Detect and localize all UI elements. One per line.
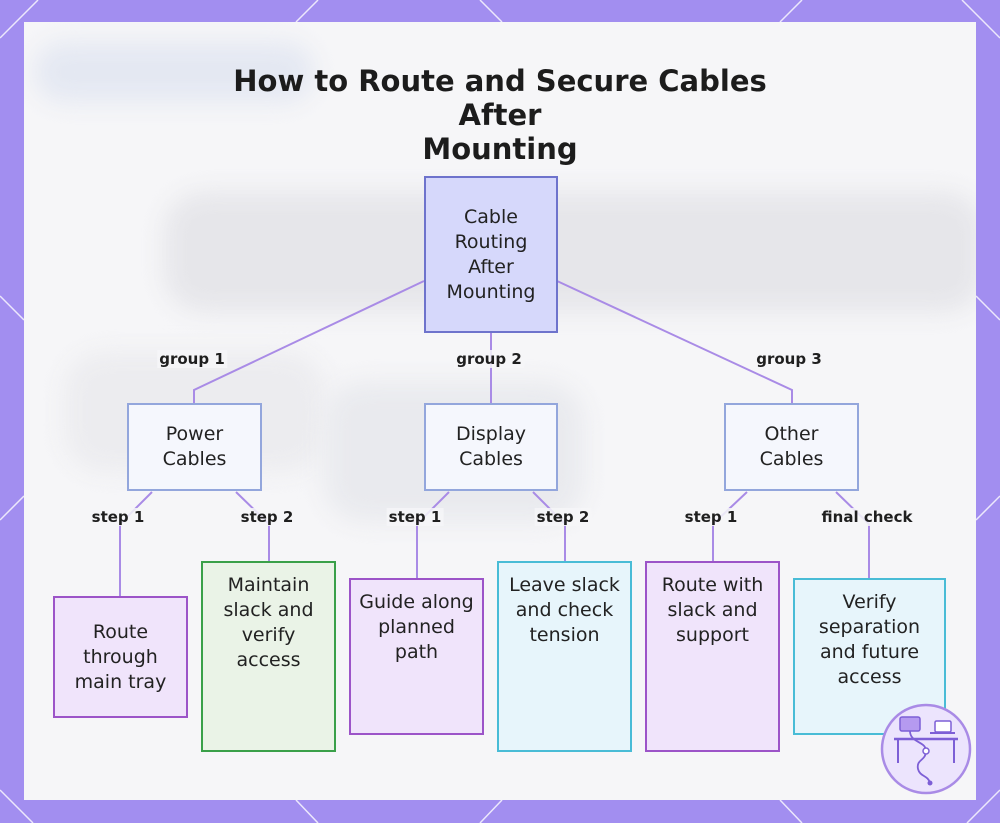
edge-label-step: step 2 [238,508,296,526]
group-node-power-cables: Power Cables [127,403,262,491]
edge-label-step: step 2 [534,508,592,526]
step-node-leave-slack: Leave slack and check tension [497,561,632,752]
step-node-label: Guide along planned path [359,591,474,663]
connector-root-group-3 [556,280,793,403]
title-line-1: How to Route and Secure Cables After [233,64,767,132]
step-node-guide-along-path: Guide along planned path [349,578,484,735]
edge-label-group-2: group 2 [454,350,524,368]
group-node-label: Power Cables [162,423,227,470]
step-node-label: Route with slack and support [661,574,764,646]
step-node-label: Verify separation and future access [818,591,921,688]
group-node-label: Other Cables [759,423,824,470]
step-node-label: Maintain slack and verify access [223,574,314,671]
root-node: Cable Routing After Mounting [424,176,558,333]
group-node-label: Display Cables [455,423,527,470]
page-title: How to Route and Secure Cables After Mou… [200,64,800,166]
step-node-label: Leave slack and check tension [509,574,620,646]
root-node-label: Cable Routing After Mounting [446,205,536,303]
connector-group-2-step-2 [532,491,566,561]
group-node-other-cables: Other Cables [724,403,859,491]
step-node-route-through-main-tray: Route through main tray [53,596,188,718]
edge-label-step: step 1 [682,508,740,526]
connector-group-1-step-2 [235,491,270,561]
connector-group-2-step-1 [416,491,450,578]
edge-label-group-1: group 1 [157,350,227,368]
edge-label-group-3: group 3 [754,350,824,368]
group-node-display-cables: Display Cables [424,403,558,491]
connector-group-3-step-2 [835,491,870,578]
step-node-maintain-slack: Maintain slack and verify access [201,561,336,752]
title-line-2: Mounting [422,132,578,166]
edge-label-step: step 1 [89,508,147,526]
connector-root-group-1 [193,280,425,403]
step-node-label: Route through main tray [74,620,167,693]
edge-label-step: step 1 [386,508,444,526]
connector-group-3-step-1 [712,491,748,561]
desk-workstation-icon [880,703,972,795]
step-node-route-with-slack: Route with slack and support [645,561,780,752]
edge-label-final-check: final check [819,508,915,526]
